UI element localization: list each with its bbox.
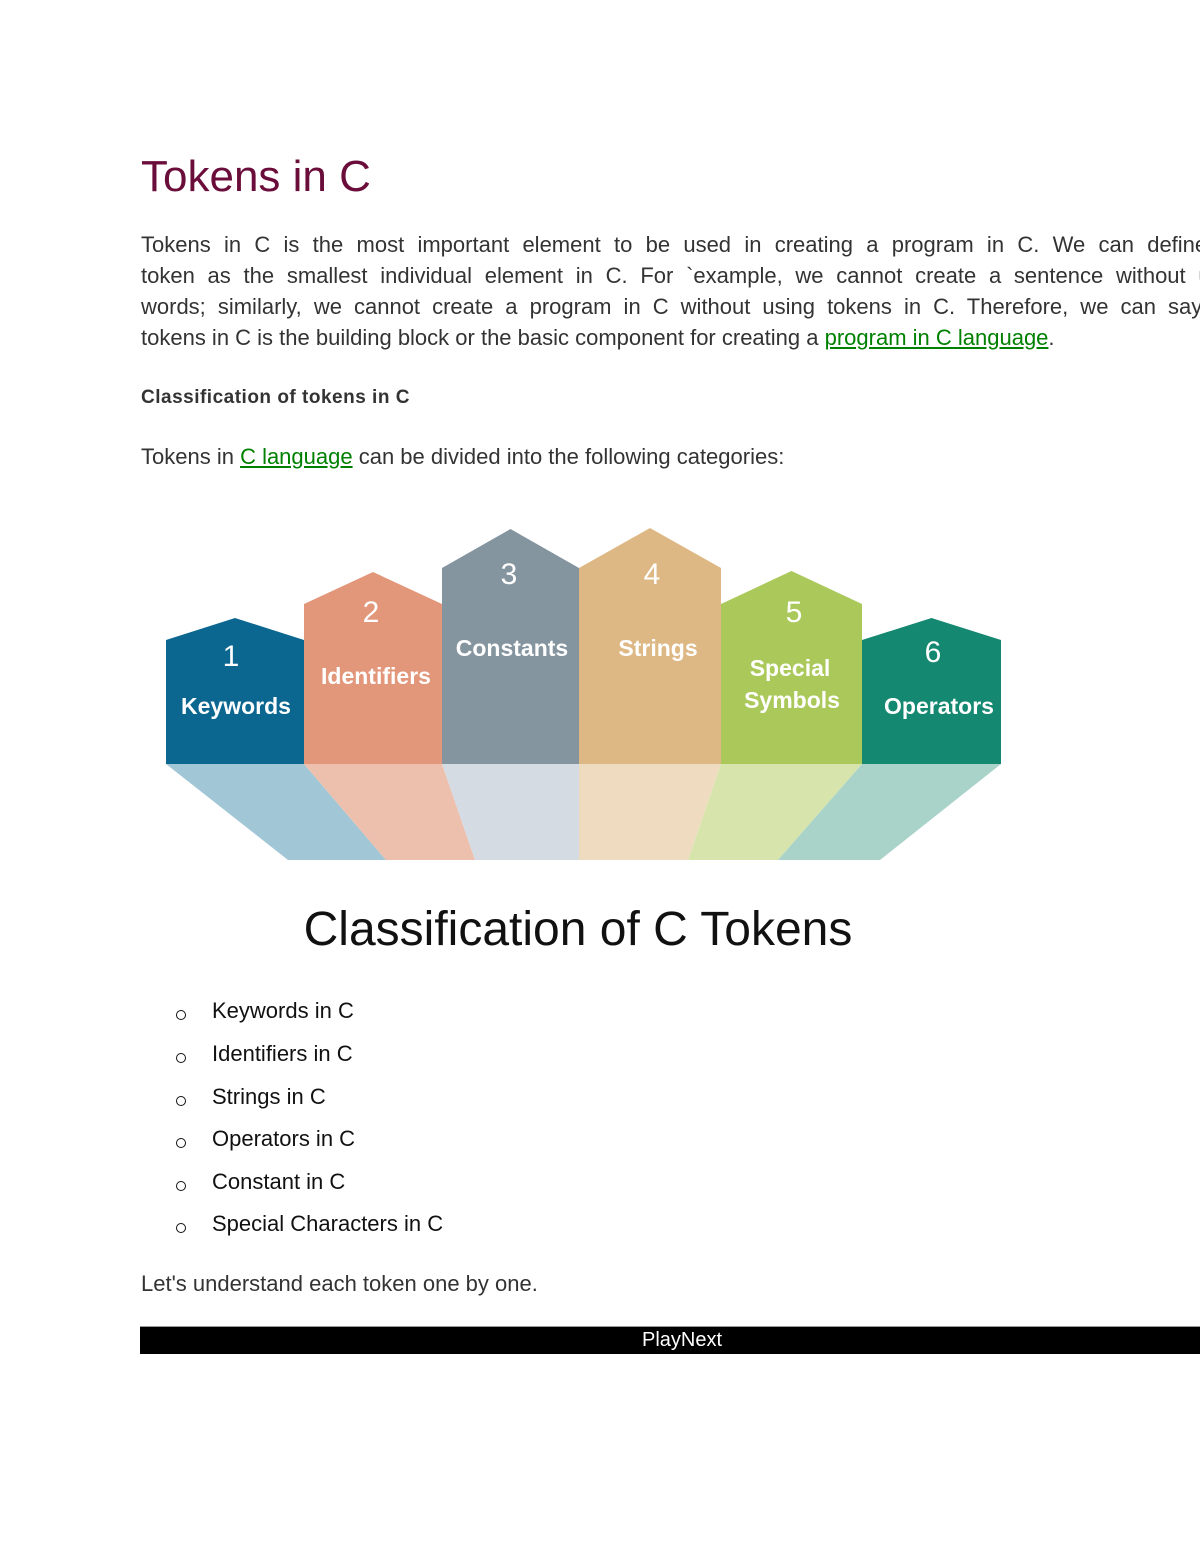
diagram-caption: Classification of C Tokens xyxy=(304,903,853,956)
token-block-1 xyxy=(166,618,304,764)
list-item-label: Special Characters in C xyxy=(212,1211,444,1236)
outro-text: Let's understand each token one by one. xyxy=(141,1271,538,1296)
bullet-icon xyxy=(176,1096,186,1107)
block-number: 3 xyxy=(501,558,518,591)
block-number: 5 xyxy=(786,596,803,629)
play-next-label[interactable]: PlayNext xyxy=(642,1329,723,1351)
paragraph-line: token as the smallest individual element… xyxy=(141,263,1200,288)
block-label: Identifiers xyxy=(321,663,431,689)
bullet-icon xyxy=(176,1010,186,1021)
list-item: Keywords in C xyxy=(176,998,354,1024)
text: Tokens in xyxy=(141,444,241,469)
block-shadow xyxy=(442,764,579,860)
block-label: Strings xyxy=(618,635,697,661)
list-item: Constant in C xyxy=(176,1169,345,1195)
block-shadow xyxy=(778,764,1001,860)
bullet-icon xyxy=(176,1181,186,1192)
text: . xyxy=(1048,325,1055,350)
token-block-6 xyxy=(862,618,1001,764)
token-block-2 xyxy=(304,572,442,764)
bullet-icon xyxy=(176,1138,186,1149)
text: tokens in C is the building block or the… xyxy=(141,325,825,350)
block-number: 2 xyxy=(363,596,380,629)
section-subheading: Classification of tokens in C xyxy=(141,387,410,408)
block-label: Symbols xyxy=(744,687,840,713)
intro-text: Tokens in C language can be divided into… xyxy=(141,444,784,470)
paragraph-line: tokens in C is the building block or the… xyxy=(141,325,1055,351)
text: can be divided into the following catego… xyxy=(352,444,785,469)
block-label: Constants xyxy=(456,635,568,661)
block-label: Operators xyxy=(884,693,994,719)
paragraph-line: Tokens in C is the most important elemen… xyxy=(141,232,1200,257)
block-shadow xyxy=(688,764,862,860)
block-shadow xyxy=(304,764,475,860)
list-item-label: Identifiers in C xyxy=(212,1041,353,1066)
list-item: Strings in C xyxy=(176,1084,326,1110)
token-block-4 xyxy=(579,528,721,764)
block-shadow xyxy=(166,764,386,860)
bullet-icon xyxy=(176,1053,186,1064)
list-item-label: Operators in C xyxy=(212,1126,356,1151)
program-in-c-link[interactable]: program in C language xyxy=(824,325,1049,350)
list-item-label: Keywords in C xyxy=(212,998,354,1023)
list-item: Identifiers in C xyxy=(176,1041,353,1067)
list-item-label: Constant in C xyxy=(212,1169,346,1194)
list-item-label: Strings in C xyxy=(212,1084,326,1109)
list-item: Special Characters in C xyxy=(176,1211,443,1237)
block-label: Keywords xyxy=(181,693,291,719)
paragraph-line: words; similarly, we cannot create a pro… xyxy=(141,294,1200,319)
block-number: 1 xyxy=(223,640,240,673)
block-number: 4 xyxy=(644,558,661,591)
video-player-bar[interactable]: PlayNext xyxy=(140,1326,1200,1354)
block-label: Special xyxy=(750,655,831,681)
bullet-icon xyxy=(176,1223,186,1234)
page-title: Tokens in C xyxy=(141,152,371,201)
list-item: Operators in C xyxy=(176,1126,355,1152)
block-number: 6 xyxy=(925,636,942,669)
token-block-3 xyxy=(442,529,579,764)
block-shadow xyxy=(579,764,721,860)
c-language-link[interactable]: C language xyxy=(240,444,353,469)
token-block-5 xyxy=(721,571,862,764)
